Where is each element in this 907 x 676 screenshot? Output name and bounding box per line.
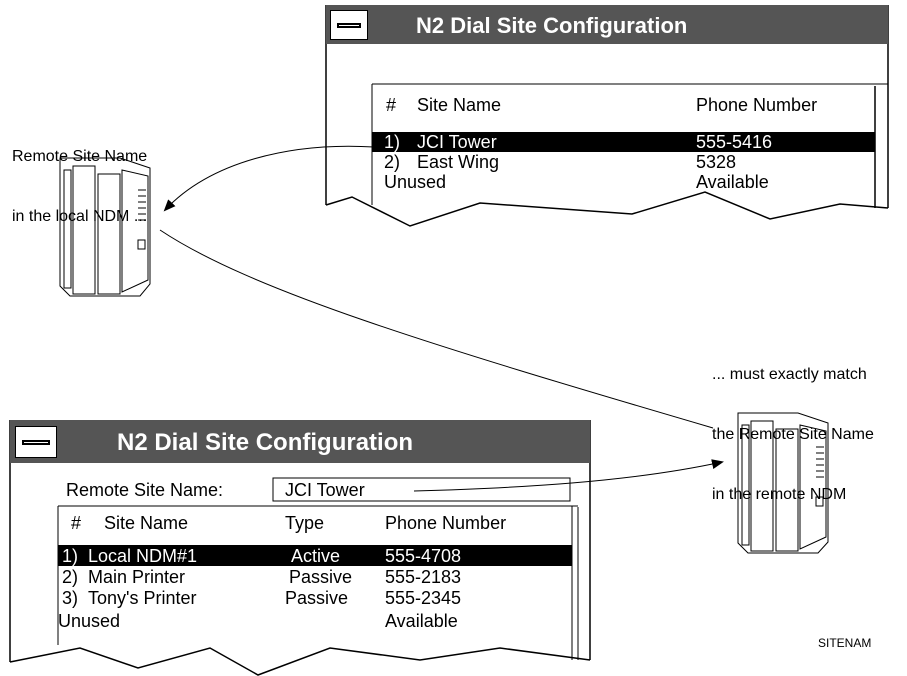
remote-site-name-input[interactable]: JCI Tower xyxy=(285,480,365,500)
bottom-col-phone-number: Phone Number xyxy=(385,513,507,533)
remote-ndm-note-line-2: the Remote Site Name xyxy=(712,426,874,443)
top-row-2[interactable]: 2) East Wing 5328 xyxy=(372,152,875,172)
bottom-row-1-phone: 555-4708 xyxy=(385,546,462,566)
bottom-row-1-num: 1) xyxy=(62,546,79,566)
top-col-phone-number: Phone Number xyxy=(696,95,818,115)
bottom-row-1-name: Local NDM#1 xyxy=(88,546,198,566)
top-window-title: N2 Dial Site Configuration xyxy=(416,13,688,38)
local-ndm-device xyxy=(59,157,151,297)
bottom-row-4-phone: Available xyxy=(385,611,458,631)
bottom-row-2-num: 2) xyxy=(62,567,79,587)
arrow-to-local-ndm xyxy=(163,145,375,212)
top-row-2-name: East Wing xyxy=(417,152,500,172)
top-row-3-name: Unused xyxy=(384,172,447,192)
bottom-row-1-type: Active xyxy=(291,546,341,566)
top-row-1-num: 1) xyxy=(384,132,401,152)
top-row-selected[interactable]: 1) JCI Tower 555-5416 xyxy=(372,132,875,152)
top-row-1-name: JCI Tower xyxy=(417,132,497,152)
top-row-2-num: 2) xyxy=(384,152,401,172)
bottom-row-4-name: Unused xyxy=(58,611,121,631)
top-col-site-name: Site Name xyxy=(417,95,502,115)
top-window-system-menu-button[interactable] xyxy=(330,10,368,40)
local-ndm-note-line-2: in the local NDM ... xyxy=(12,208,148,225)
top-row-3[interactable]: Unused Available xyxy=(372,170,875,192)
bottom-row-2-type: Passive xyxy=(289,567,353,587)
top-window-frame xyxy=(325,5,889,227)
bottom-window-system-menu-button[interactable] xyxy=(15,426,57,458)
bottom-row-2-phone: 555-2183 xyxy=(385,567,462,587)
bottom-row-3-name: Tony's Printer xyxy=(88,588,197,608)
local-ndm-note-line-1: Remote Site Name xyxy=(12,148,148,165)
top-window-title-bar: N2 Dial Site Configuration xyxy=(326,5,888,44)
curve-local-to-remote xyxy=(159,229,714,429)
remote-site-name-label: Remote Site Name: xyxy=(66,480,224,500)
bottom-col-num: # xyxy=(71,513,82,533)
bottom-row-selected[interactable]: 1) Local NDM#1 Active 555-4708 xyxy=(58,545,572,566)
remote-ndm-device xyxy=(737,412,829,554)
bottom-row-2[interactable]: 2) Main Printer Passive 555-2183 xyxy=(58,566,572,587)
bottom-row-3-num: 3) xyxy=(62,588,79,608)
bottom-row-2-name: Main Printer xyxy=(88,567,186,587)
top-row-3-phone: Available xyxy=(696,172,769,192)
top-col-num: # xyxy=(386,95,397,115)
bottom-row-3-type: Passive xyxy=(285,588,349,608)
bottom-window-title: N2 Dial Site Configuration xyxy=(117,429,414,456)
remote-ndm-note-line-3: in the remote NDM xyxy=(712,486,847,503)
bottom-window-title-bar: N2 Dial Site Configuration xyxy=(10,420,590,463)
figure-id: SITENAM xyxy=(818,636,872,650)
top-row-1-phone: 555-5416 xyxy=(696,132,773,152)
top-row-2-phone: 5328 xyxy=(696,152,737,172)
local-ndm-note: Remote Site Name in the local NDM ... xyxy=(12,107,147,247)
bottom-col-type: Type xyxy=(285,513,325,533)
bottom-row-3-phone: 555-2345 xyxy=(385,588,462,608)
remote-ndm-note-line-1: ... must exactly match xyxy=(712,366,867,383)
arrow-to-remote-ndm xyxy=(413,459,724,492)
remote-ndm-note: ... must exactly match the Remote Site N… xyxy=(712,325,874,525)
bottom-col-site-name: Site Name xyxy=(104,513,189,533)
bottom-row-4[interactable]: Unused Available xyxy=(58,608,572,631)
bottom-row-3[interactable]: 3) Tony's Printer Passive 555-2345 xyxy=(58,587,572,608)
